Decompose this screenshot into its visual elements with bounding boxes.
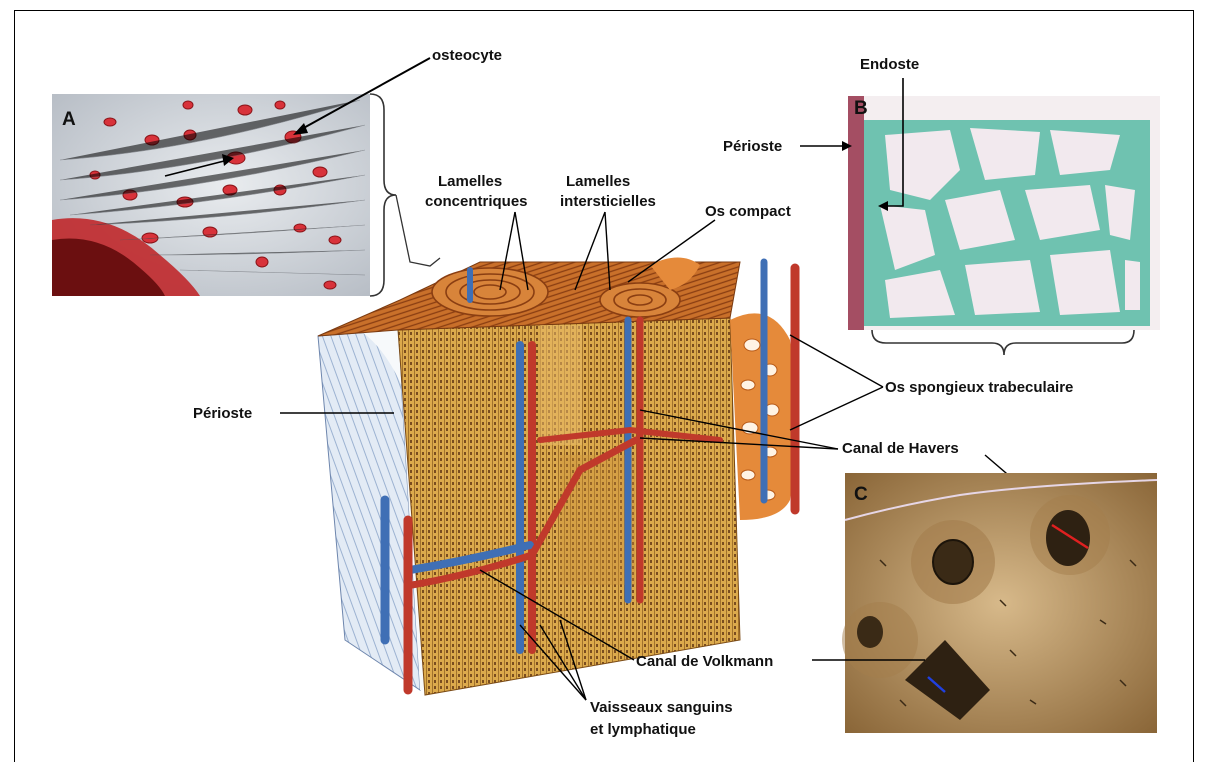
panel-b-letter: B (854, 98, 868, 119)
lamelles-conc-label-1: Lamelles (438, 173, 502, 190)
panel-b-bracket (872, 330, 1134, 355)
os-spongieux-line-1 (790, 335, 883, 387)
vaisseaux-label-1: Vaisseaux sanguins (590, 699, 733, 716)
os-spongieux-label: Os spongieux trabeculaire (885, 379, 1073, 396)
vaisseaux-label-2: et lymphatique (590, 721, 696, 738)
lamelles-conc-label-2: concentriques (425, 193, 528, 210)
lamelles-inter-label-2: intersticielles (560, 193, 656, 210)
endoste-label: Endoste (860, 56, 919, 73)
perioste-b-label: Périoste (723, 138, 782, 155)
canal-havers-label: Canal de Havers (842, 440, 959, 457)
canal-volkmann-label: Canal de Volkmann (636, 653, 773, 670)
panel-a-micrograph (52, 94, 370, 296)
panel-a-letter: A (62, 109, 76, 130)
panel-c-letter: C (854, 484, 868, 505)
osteocyte-label: osteocyte (432, 47, 502, 64)
bone-block-illustration (318, 258, 795, 696)
panel-b-micrograph (848, 96, 1160, 330)
perioste-main-label: Périoste (193, 405, 252, 422)
lamelles-inter-label-1: Lamelles (566, 173, 630, 190)
os-spongieux-line-2 (790, 387, 883, 430)
panel-c-micrograph (842, 473, 1157, 733)
os-compact-label: Os compact (705, 203, 791, 220)
panel-a-bracket (370, 94, 396, 296)
